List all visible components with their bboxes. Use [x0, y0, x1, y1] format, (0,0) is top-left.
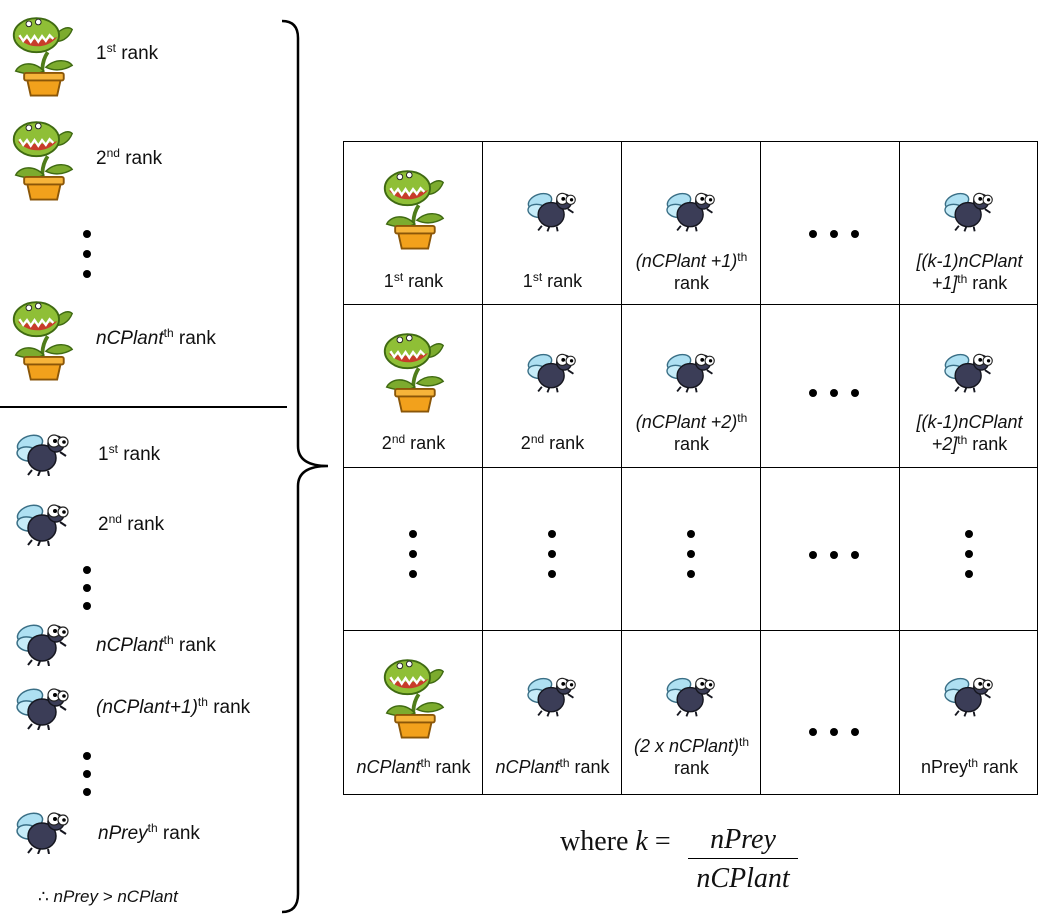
cell-label: nPreyth rank [920, 756, 1019, 777]
fly-icon [666, 673, 718, 717]
grid-cell-r2-c2: 2nd rank [483, 305, 622, 468]
formula-variable: k [635, 826, 648, 857]
venus-flytrap-icon [381, 325, 447, 417]
fly-icon [16, 430, 72, 476]
grid-cell-r3-c5 [900, 468, 1039, 631]
cell-label: 2nd rank [520, 432, 585, 453]
fly-icon [666, 188, 718, 232]
grid-cell-r1-c5: [(k-1)nCPlant+1]th rank [900, 142, 1039, 305]
venus-flytrap-icon [10, 10, 76, 100]
k-formula: where k = nPrey nCPlant [560, 824, 798, 894]
fly-icon [666, 349, 718, 393]
grid-cell-r2-c1: 2nd rank [344, 305, 483, 468]
cell-label: [(k-1)nCPlant+1]th rank [916, 251, 1023, 293]
cell-label: 2nd rank [381, 432, 446, 453]
formula-fraction: nPrey nCPlant [688, 824, 798, 895]
horizontal-ellipsis [809, 723, 872, 736]
right-curly-brace [281, 19, 329, 914]
vertical-ellipsis [83, 230, 91, 290]
group-divider [0, 406, 287, 408]
formula-prefix: where [560, 826, 636, 857]
fly-icon [16, 684, 72, 730]
cell-label: 1st rank [383, 270, 444, 291]
prey-rank-nprey-label: nPreyth rank [98, 821, 200, 844]
fly-icon [944, 673, 996, 717]
grid-cell-r4-c1: nCPlantth rank [344, 631, 483, 794]
vertical-ellipsis [83, 566, 91, 622]
fly-icon [16, 500, 72, 546]
cell-label: [(k-1)nCPlant+2]th rank [916, 412, 1023, 454]
grid-cell-r2-c4 [761, 305, 900, 468]
formula-numerator: nPrey [688, 824, 798, 859]
condition-note: ∴ nPrey > nCPlant [38, 887, 178, 906]
grid-cell-r2-c5: [(k-1)nCPlant+2]th rank [900, 305, 1039, 468]
fly-icon [944, 188, 996, 232]
formula-equals: = [647, 826, 671, 857]
grid-cell-r1-c4 [761, 142, 900, 305]
cell-label: nCPlantth rank [495, 756, 610, 777]
horizontal-ellipsis [809, 384, 872, 397]
fly-icon [527, 673, 579, 717]
plant-rank-1-label: 1st rank [96, 41, 159, 64]
prey-rank-ncplant-label: nCPlantth rank [96, 633, 216, 656]
horizontal-ellipsis [809, 225, 872, 238]
grid-cell-r4-c4 [761, 631, 900, 794]
prey-rank-ncplant-plus-1-label: (nCPlant+1)th rank [96, 695, 251, 718]
grid-cell-r4-c5: nPreyth rank [900, 631, 1039, 794]
grid-cell-r4-c2: nCPlantth rank [483, 631, 622, 794]
fly-icon [527, 349, 579, 393]
venus-flytrap-icon [381, 651, 447, 743]
fly-icon [16, 808, 72, 854]
fly-icon [16, 620, 72, 666]
prey-rank-2-label: 2nd rank [98, 512, 165, 535]
vertical-ellipsis [83, 752, 91, 808]
grid-cell-r1-c1: 1st rank [344, 142, 483, 305]
grid-cell-r1-c2: 1st rank [483, 142, 622, 305]
vertical-ellipsis [965, 530, 973, 590]
grid-cell-r3-c3 [622, 468, 761, 631]
venus-flytrap-icon [10, 294, 76, 384]
plant-rank-2-label: 2nd rank [96, 146, 163, 169]
venus-flytrap-icon [10, 114, 76, 204]
vertical-ellipsis [409, 530, 417, 590]
vertical-ellipsis [548, 530, 556, 590]
grid-cell-r3-c4 [761, 468, 900, 631]
fly-icon [527, 188, 579, 232]
vertical-ellipsis [687, 530, 695, 590]
formula-denominator: nCPlant [696, 863, 790, 894]
fly-icon [944, 349, 996, 393]
plant-rank-ncplant-label: nCPlantth rank [96, 326, 216, 349]
cell-label: nCPlantth rank [356, 756, 471, 777]
prey-rank-1-label: 1st rank [98, 442, 161, 465]
grid-cell-r3-c2 [483, 468, 622, 631]
grid-cell-r3-c1 [344, 468, 483, 631]
horizontal-ellipsis [809, 546, 872, 559]
cell-label: 1st rank [522, 270, 583, 291]
venus-flytrap-icon [381, 162, 447, 254]
